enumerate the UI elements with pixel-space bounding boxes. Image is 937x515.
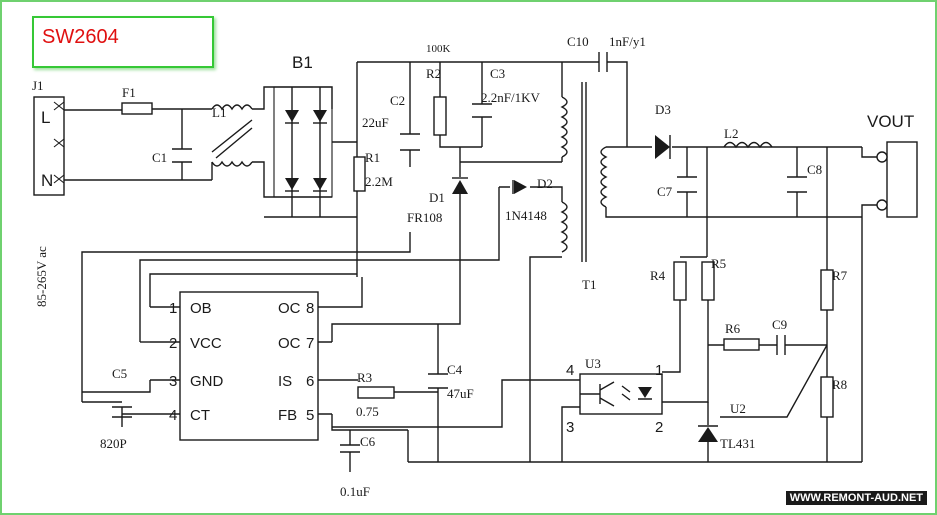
c7-label: C7 xyxy=(657,184,673,199)
d1-part: FR108 xyxy=(407,210,442,225)
c5-label: C5 xyxy=(112,366,127,381)
r3-value: 0.75 xyxy=(356,404,379,419)
inductor-l2 xyxy=(723,141,773,149)
capacitor-c7 xyxy=(677,176,697,193)
d2-part: 1N4148 xyxy=(505,208,547,223)
c4-value: 47uF xyxy=(447,386,474,401)
t1-label: T1 xyxy=(582,277,596,292)
u2-part: TL431 xyxy=(720,436,755,451)
r2-value: 100K xyxy=(426,43,451,55)
capacitor-c5 xyxy=(112,406,132,418)
capacitor-c2 xyxy=(400,133,420,151)
c10-label: C10 xyxy=(567,34,589,49)
u3-label: U3 xyxy=(585,356,601,371)
transformer-t1 xyxy=(560,82,608,262)
r1-value: 2.2M xyxy=(365,174,393,189)
c8-label: C8 xyxy=(807,162,822,177)
ic-pin-1-number: 1 xyxy=(169,300,177,317)
resistor-r2 xyxy=(433,96,447,136)
capacitor-c1 xyxy=(172,148,192,163)
r7-label: R7 xyxy=(832,268,848,283)
c6-label: C6 xyxy=(360,434,376,449)
controller-ic xyxy=(179,291,319,441)
c1-label: C1 xyxy=(152,150,167,165)
resistor-r8 xyxy=(820,376,834,418)
shunt-regulator-u2 xyxy=(698,427,718,442)
u3-pin-2: 2 xyxy=(655,419,663,436)
c9-label: C9 xyxy=(772,317,787,332)
ic-pin-4-number: 4 xyxy=(169,407,177,424)
optocoupler-u3 xyxy=(579,373,663,415)
vout-connector xyxy=(861,141,918,218)
ic-pin-6-name: IS xyxy=(278,373,292,390)
r6-label: R6 xyxy=(725,321,741,336)
ic-pin-3-name: GND xyxy=(190,373,224,390)
r1-label: R1 xyxy=(365,150,380,165)
u3-pin-4: 4 xyxy=(566,362,574,379)
c5-value: 820P xyxy=(100,436,127,451)
ic-pin-1-name: OB xyxy=(190,300,212,317)
schematic-title: SW2604 xyxy=(42,26,119,48)
ic-pin-2-number: 2 xyxy=(169,335,177,352)
ic-pin-3-number: 3 xyxy=(169,373,177,390)
capacitor-c3 xyxy=(472,103,492,118)
resistor-r3 xyxy=(357,386,395,399)
j1-pin-n-label: N xyxy=(41,171,53,190)
c3-value: 2.2nF/1KV xyxy=(481,90,540,105)
watermark: WWW.REMONT-AUD.NET xyxy=(785,491,927,505)
r2-label: R2 xyxy=(426,66,441,81)
b1-label: B1 xyxy=(292,53,313,72)
input-voltage-label: 85-265V ac xyxy=(34,246,49,307)
r4-label: R4 xyxy=(650,268,666,283)
bridge-rectifier-b1 xyxy=(273,86,333,217)
ic-pin-7-number: 7 xyxy=(306,335,314,352)
resistor-r1 xyxy=(353,156,366,192)
r8-label: R8 xyxy=(832,377,847,392)
c2-value: 22uF xyxy=(362,115,389,130)
u3-pin-3: 3 xyxy=(566,419,574,436)
ic-pin-2-name: VCC xyxy=(190,335,222,352)
ic-pin-8-number: 8 xyxy=(306,300,314,317)
r3-label: R3 xyxy=(357,370,372,385)
l2-label: L2 xyxy=(724,126,738,141)
c2-label: C2 xyxy=(390,93,405,108)
vout-label: VOUT xyxy=(867,112,914,131)
capacitor-c8 xyxy=(787,176,807,193)
title-box xyxy=(32,16,214,68)
input-connector-j1 xyxy=(33,96,65,196)
diode-d1 xyxy=(452,180,468,194)
capacitor-c10 xyxy=(598,52,608,72)
c4-label: C4 xyxy=(447,362,463,377)
f1-label: F1 xyxy=(122,85,136,100)
j1-pin-l-label: L xyxy=(41,108,50,127)
l1-label: L1 xyxy=(212,105,226,120)
capacitor-c4 xyxy=(428,373,448,389)
capacitor-c6 xyxy=(340,444,360,453)
c6-value: 0.1uF xyxy=(340,484,370,499)
resistor-r6 xyxy=(723,338,760,351)
diode-d3 xyxy=(655,135,670,159)
d1-label: D1 xyxy=(429,190,445,205)
ic-pin-5-name: FB xyxy=(278,407,297,424)
c10-value: 1nF/y1 xyxy=(609,34,646,49)
diode-d2 xyxy=(514,180,527,194)
ic-pin-5-number: 5 xyxy=(306,407,314,424)
u2-label: U2 xyxy=(730,401,746,416)
c3-label: C3 xyxy=(490,66,505,81)
j1-label: J1 xyxy=(32,78,44,93)
ic-pin-8-name: OC xyxy=(278,300,301,317)
resistor-r7 xyxy=(820,269,834,311)
d3-label: D3 xyxy=(655,102,671,117)
u3-pin-1: 1 xyxy=(655,362,663,379)
d2-label: D2 xyxy=(537,176,553,191)
ic-pin-6-number: 6 xyxy=(306,373,314,390)
ic-pin-7-name: OC xyxy=(278,335,301,352)
ic-pin-4-name: CT xyxy=(190,407,210,424)
r5-label: R5 xyxy=(711,256,726,271)
capacitor-c9 xyxy=(776,335,786,355)
choke-l1 xyxy=(211,104,253,180)
